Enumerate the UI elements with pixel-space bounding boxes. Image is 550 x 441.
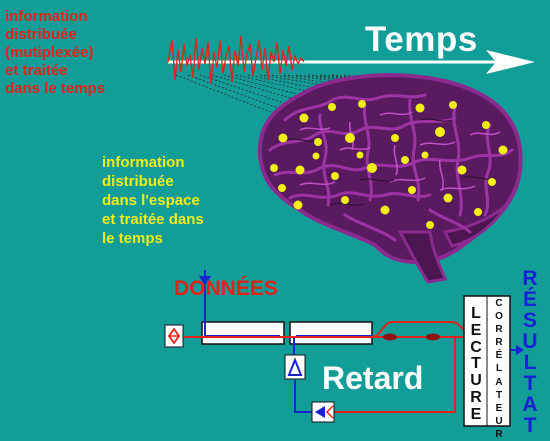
label-letter: E — [470, 405, 482, 423]
label-letter: R — [495, 337, 503, 349]
red-caption-text: information distribuée (mutiplexée) et t… — [5, 8, 106, 97]
label-letter: E — [470, 321, 482, 339]
label-letter: O — [495, 311, 503, 323]
label-letter: T — [523, 372, 537, 395]
label-letter: R — [495, 324, 503, 336]
output-arrow — [510, 345, 524, 355]
label-letter: U — [495, 415, 503, 427]
label-letter: T — [523, 414, 537, 437]
label-letter: T — [471, 355, 481, 373]
label-letter: E — [495, 402, 503, 414]
label-letter: L — [523, 351, 537, 374]
label-letter: R — [522, 267, 538, 290]
label-letter: U — [522, 330, 538, 353]
time-arrow — [168, 50, 535, 74]
label-letter: C — [495, 298, 503, 309]
label-letter: L — [495, 363, 503, 375]
temps-label: Temps — [365, 20, 478, 59]
label-letter: T — [495, 389, 503, 401]
label-letter: U — [470, 372, 482, 390]
label-letter: S — [522, 309, 537, 332]
retard-label: Retard — [322, 360, 424, 396]
brain-illustration — [257, 73, 523, 284]
label-letter: A — [495, 376, 503, 388]
input-marker-arrow — [199, 270, 211, 286]
label-letter: É — [522, 288, 537, 311]
label-letter: R — [470, 388, 482, 406]
label-letter: R — [495, 428, 503, 440]
label-letter: A — [522, 393, 538, 416]
donnees-label: DONNÉES — [174, 277, 278, 300]
label-letter: L — [471, 305, 481, 322]
noisy-signal-waveform — [167, 35, 305, 85]
label-letter: C — [470, 338, 482, 356]
yellow-caption-text: information distribuée dans l'espace et … — [102, 154, 204, 247]
label-letter: É — [495, 350, 503, 362]
correlator-box — [463, 295, 511, 427]
delay-line-circuit — [164, 286, 471, 423]
